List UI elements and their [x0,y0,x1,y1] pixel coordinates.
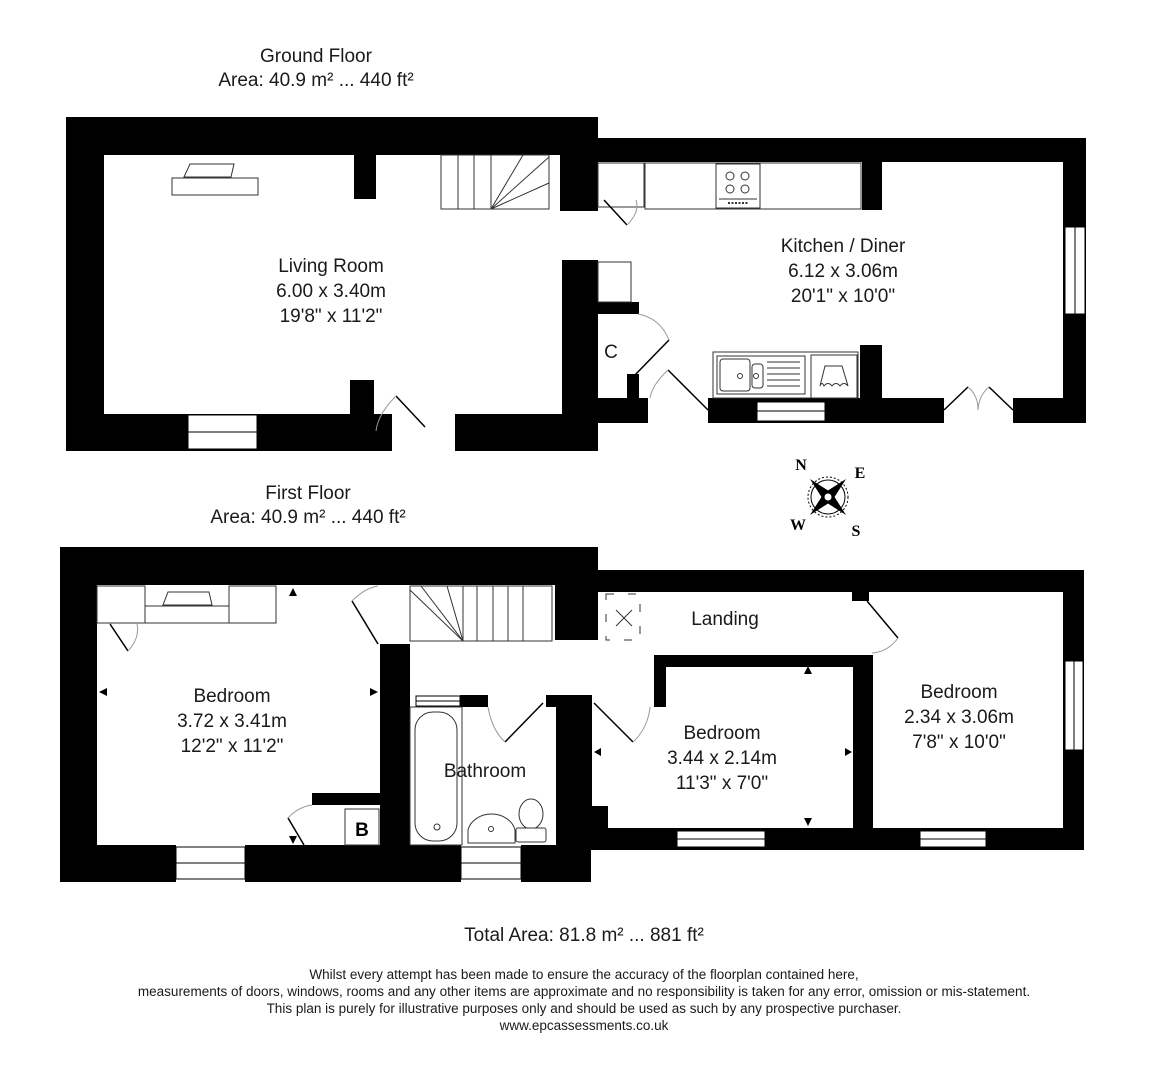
website-link[interactable]: www.epcassessments.co.uk [499,1018,669,1033]
ground-floor-plan: Living Room 6.00 x 3.40m 19'8" x 11'2" K… [66,117,1086,451]
first-floor-plan: B Bedroom 3. [60,547,1084,882]
cupboard-label: C [604,342,618,363]
compass-icon: N E S W [790,457,865,540]
ground-floor-windows [187,226,1086,450]
bedroom-1-imperial: 12'2" x 11'2" [181,736,284,757]
first-floor-title: First Floor [265,483,351,504]
living-room-imperial: 19'8" x 11'2" [280,306,383,327]
first-floor-heading: First Floor Area: 40.9 m² ... 440 ft² [172,482,444,530]
living-room-name: Living Room [278,256,384,277]
bedroom-3-name: Bedroom [920,682,997,703]
kitchen-imperial: 20'1" x 10'0" [791,286,895,307]
front-door-icon [395,395,426,428]
toilet-icon [515,798,547,843]
basin-icon [467,813,516,844]
bathroom-name: Bathroom [444,761,526,782]
kitchen-name: Kitchen / Diner [781,236,906,257]
staircase-icon [440,154,550,210]
door-swing-arc [375,395,397,432]
bedroom-3-imperial: 7'8" x 10'0" [912,732,1006,753]
dimension-markers [99,588,852,844]
bath-icon [409,706,463,846]
boiler-label: B [355,820,369,841]
compass-west: W [790,517,806,534]
disclaimer-line-2: measurements of doors, windows, rooms an… [137,984,1031,999]
hob-icon [715,163,761,209]
disclaimer-line-3: This plan is purely for illustrative pur… [266,1001,902,1016]
bedroom-2-name: Bedroom [683,723,760,744]
ground-floor-heading: Ground Floor Area: 40.9 m² ... 440 ft² [180,45,452,93]
bedroom-fireplace-icon [96,585,277,624]
ground-floor-title: Ground Floor [260,46,372,67]
bedroom-2-imperial: 11'3" x 7'0" [676,773,768,794]
first-floor-area: Area: 40.9 m² ... 440 ft² [210,507,406,528]
kitchen-metric: 6.12 x 3.06m [788,261,898,282]
boiler-cupboard: B [344,808,380,846]
bedroom-2-metric: 3.44 x 2.14m [667,748,777,769]
bedroom-1-metric: 3.72 x 3.41m [177,711,287,732]
ground-floor-area: Area: 40.9 m² ... 440 ft² [218,70,414,91]
total-area: Total Area: 81.8 m² ... 881 ft² [464,925,704,946]
compass-south: S [852,523,861,540]
fireplace-icon [171,163,259,196]
living-room-metric: 6.00 x 3.40m [276,281,386,302]
bedroom-1-name: Bedroom [193,686,270,707]
first-floor-staircase-icon [409,585,553,642]
ground-floor-doors [375,199,1014,432]
first-floor-walls [60,547,1084,882]
washing-machine-icon [810,354,858,399]
compass-north: N [795,457,807,474]
first-floor-doors [109,585,899,846]
skylight-icon [605,593,641,641]
disclaimer-line-1: Whilst every attempt has been made to en… [309,967,859,982]
first-floor-windows [175,660,1084,880]
bedroom-3-metric: 2.34 x 3.06m [904,707,1014,728]
landing-name: Landing [691,609,759,630]
disclaimer: Whilst every attempt has been made to en… [0,966,1168,1034]
compass-east: E [855,465,866,482]
